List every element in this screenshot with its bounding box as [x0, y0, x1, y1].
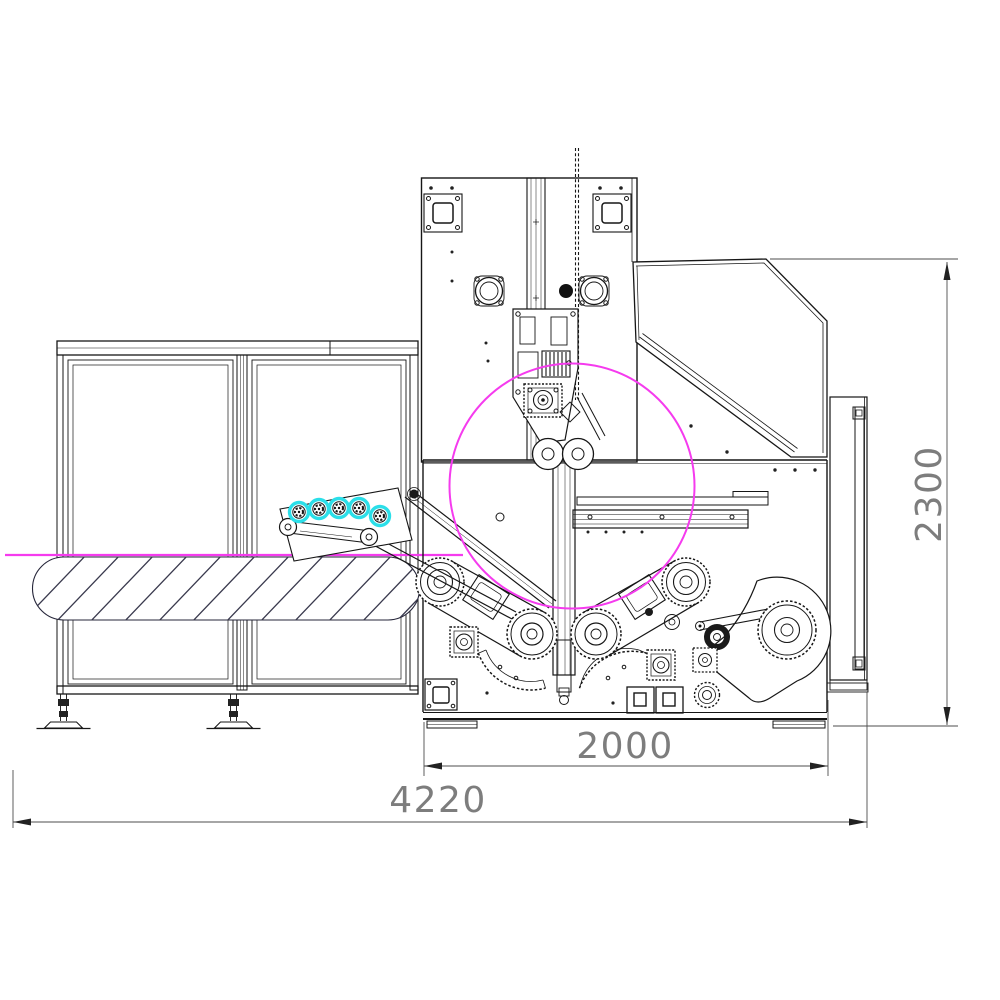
dimension-overall-width: 4220	[12, 692, 868, 828]
outfeed-roller	[757, 600, 817, 660]
bolt-dots	[429, 186, 623, 363]
bearing-flange-right	[578, 275, 610, 307]
fence-bottom-rail	[56, 685, 419, 695]
material-roll-hatched	[31, 556, 421, 621]
gearbox	[523, 383, 563, 418]
dimension-overall-height: 2300	[770, 258, 958, 727]
fence-post-mid	[236, 354, 248, 691]
mount-flange-top-right	[592, 193, 632, 233]
leveling-feet	[36, 694, 261, 730]
roll-diameter-circle	[448, 362, 696, 610]
carriage-unit	[512, 308, 606, 471]
arrowhead	[943, 262, 951, 280]
arrowhead	[13, 818, 31, 826]
mount-flange-bottom-left	[424, 678, 458, 711]
small-gear	[693, 681, 721, 709]
arrowhead	[943, 707, 951, 725]
dimension-label-body-width: 2000	[576, 726, 674, 767]
bracket-bar	[278, 517, 379, 547]
tension-knob	[368, 504, 392, 528]
arrowhead	[849, 818, 867, 826]
leveling-foot	[36, 694, 91, 730]
dimension-body-width: 2000	[423, 700, 829, 776]
bolt-dots	[485, 468, 817, 705]
fence-post-left	[56, 354, 64, 695]
small-flange-square	[692, 647, 718, 673]
main-roller-left	[506, 608, 558, 660]
base-step-right	[826, 682, 869, 693]
bearing-flange-square-left	[449, 626, 479, 658]
diagonal-brace	[639, 336, 795, 453]
pivot-hub-left	[415, 557, 465, 607]
fence-post-right	[409, 354, 419, 691]
bolt-dots	[689, 424, 729, 454]
right-roller-mechanism	[664, 576, 832, 709]
center-roller-mechanism	[415, 557, 711, 714]
tension-knob	[327, 496, 351, 520]
gear-sector-left	[477, 649, 546, 691]
belt-wrap	[576, 396, 601, 441]
hatch-lines	[32, 557, 420, 620]
tension-knob	[307, 497, 331, 521]
bracket-plate	[279, 487, 413, 562]
spreader-bracket	[278, 487, 421, 562]
tension-knobs	[287, 496, 392, 528]
dark-roller	[704, 624, 730, 650]
lower-machine-body	[422, 459, 869, 729]
bracket-arms	[365, 490, 557, 620]
pin-dot	[645, 608, 653, 616]
arrowhead	[810, 762, 828, 770]
main-roller-right	[570, 608, 622, 660]
fence-panel-1	[67, 359, 234, 685]
right-vertical-rail	[829, 396, 868, 691]
pivot-hub-right	[661, 557, 711, 607]
dimensions: 2000 4220 2300	[12, 258, 958, 828]
dimension-label-overall-width: 4220	[389, 780, 487, 821]
bearing-flange-left	[473, 275, 505, 307]
bearing-flange-square-right	[646, 649, 676, 681]
horizontal-shelf-plate	[576, 491, 769, 506]
linear-guide-beam	[572, 509, 749, 529]
carriage-nip-rollers	[531, 437, 595, 471]
lower-mast	[552, 459, 576, 705]
junction-boxes	[626, 686, 684, 714]
chamfered-guard-panel	[632, 258, 828, 458]
dimension-label-overall-height: 2300	[909, 445, 950, 543]
belt-idler	[559, 284, 573, 298]
mount-flange-top-left	[423, 193, 463, 233]
arm-pin	[495, 512, 505, 522]
belt-right	[583, 560, 699, 657]
bracket-pivot	[409, 489, 419, 499]
tension-knob	[347, 496, 371, 520]
diamond-pad	[559, 401, 581, 423]
leveling-foot	[206, 694, 261, 730]
tension-knob	[287, 500, 311, 524]
small-bearing	[664, 614, 680, 630]
arrowhead	[424, 762, 442, 770]
